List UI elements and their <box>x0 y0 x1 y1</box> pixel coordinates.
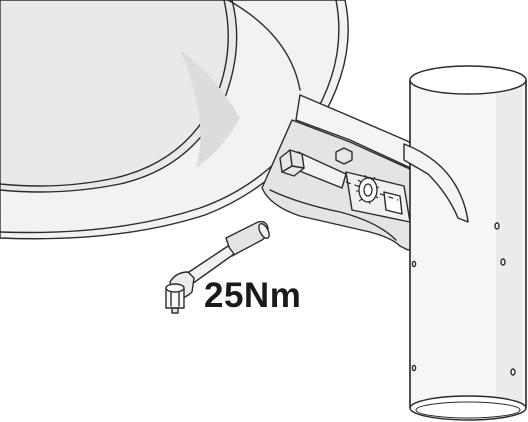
housing-rim-band <box>0 0 340 234</box>
housing-rear-contour <box>227 0 301 91</box>
arm-top-bolt <box>335 147 353 165</box>
housing-lens-face <box>0 0 238 193</box>
pole-hole <box>411 364 417 372</box>
pole-hole <box>500 258 506 266</box>
arm-channel-line <box>269 189 397 241</box>
pole-top-opening <box>409 65 527 95</box>
housing-shade <box>180 50 240 168</box>
arm-front-lip <box>403 143 469 223</box>
luminaire-housing <box>0 0 349 240</box>
bracket-slot <box>383 191 403 215</box>
torque-value-label: 25Nm <box>204 276 302 315</box>
mounting-pole <box>409 65 527 421</box>
wrench-grip <box>225 220 269 257</box>
pole-hole <box>411 260 417 268</box>
torque-wrench-icon <box>165 220 270 314</box>
pole-shade <box>496 84 522 406</box>
housing-lens-edge <box>0 0 229 187</box>
pole-hole <box>494 222 500 230</box>
lock-washer-icon <box>356 174 380 205</box>
hex-bolt-icon <box>279 149 347 189</box>
pole-hole <box>510 368 516 376</box>
pole-bottom-opening <box>409 395 527 421</box>
